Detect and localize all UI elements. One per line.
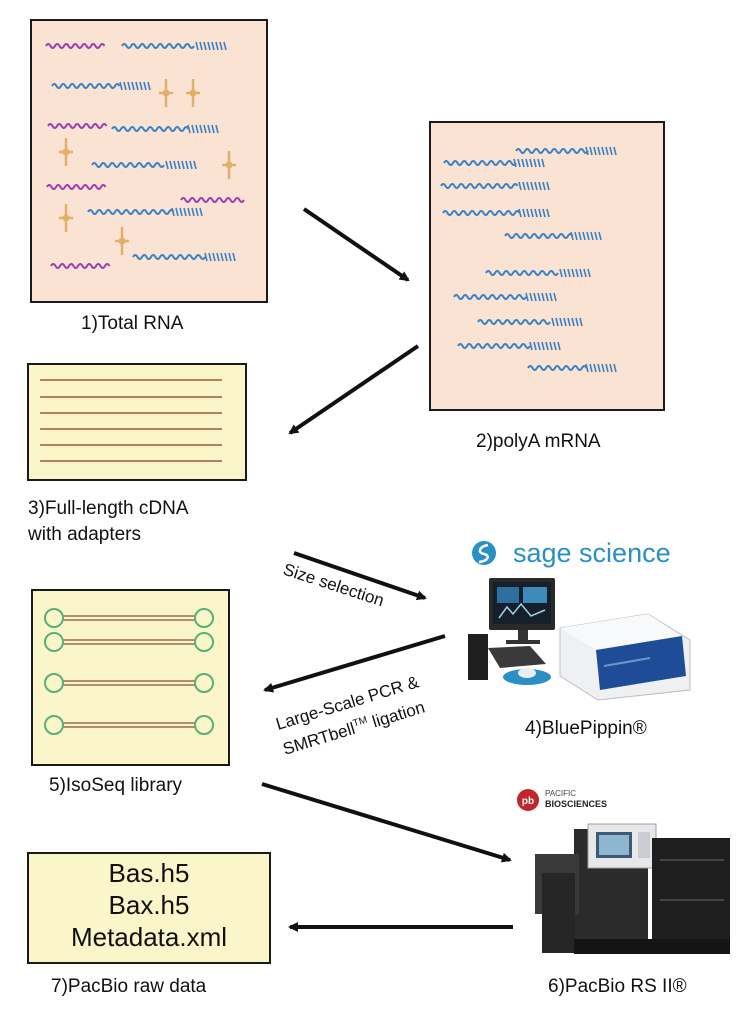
smrtbell-adapter-left xyxy=(44,673,64,693)
arrow-library-to-sequencer xyxy=(261,782,512,863)
arrow-mrna-to-cdna xyxy=(288,344,420,435)
caption-total-rna: 1)Total RNA xyxy=(81,313,184,334)
raw-data-box: Bas.h5 Bax.h5 Metadata.xml xyxy=(27,852,271,964)
caption-cdna-line2: with adapters xyxy=(28,524,142,545)
polya-tail xyxy=(204,252,236,262)
non-coding-rna xyxy=(50,263,111,269)
sage-science-brand: sage science xyxy=(513,538,671,568)
smrtbell-molecule xyxy=(44,715,214,735)
polya-mrna-molecules xyxy=(440,146,617,373)
protein-core xyxy=(118,237,126,245)
sage-science-logo: sage science xyxy=(472,538,671,568)
polya-tail xyxy=(518,208,550,218)
non-coding-rna xyxy=(47,123,108,129)
polya-tail xyxy=(171,207,203,217)
polya-mrna-box xyxy=(429,121,665,411)
raw-file-list: Bas.h5 Bax.h5 Metadata.xml xyxy=(29,857,269,953)
caption-polya-mrna: 2)polyA mRNA xyxy=(476,431,601,452)
smrtbell-adapter-right xyxy=(194,715,214,735)
smrtbell-molecule xyxy=(44,608,214,628)
pacbio-logo-top: PACIFIC xyxy=(545,789,576,798)
mrna-molecule xyxy=(111,126,190,132)
raw-file-bas: Bas.h5 xyxy=(108,858,190,888)
caption-cdna: 3)Full-length cDNA with adapters xyxy=(28,496,189,548)
mrna-molecule xyxy=(442,210,521,216)
arrow-rna-to-mrna xyxy=(302,207,410,282)
mrna-molecule xyxy=(121,43,195,49)
non-coding-rna xyxy=(46,184,107,190)
raw-file-metadata: Metadata.xml xyxy=(70,922,228,952)
trademark-mark: TM xyxy=(352,715,369,730)
mrna-molecule xyxy=(477,319,551,325)
protein-glyph xyxy=(115,227,129,255)
non-coding-rna xyxy=(180,197,245,203)
caption-raw-data: 7)PacBio raw data xyxy=(51,976,207,997)
protein-core xyxy=(62,148,70,156)
protein-glyph xyxy=(159,79,173,107)
caption-pacbio-rs: 6)PacBio RS II® xyxy=(548,976,687,997)
mrna-molecule xyxy=(527,365,588,371)
polya-tail xyxy=(551,317,583,327)
polya-tail xyxy=(165,160,197,170)
polya-tail xyxy=(119,81,151,91)
mrna-molecule xyxy=(443,160,517,166)
protein-glyph xyxy=(59,138,73,166)
polya-tail xyxy=(529,341,561,351)
smrtbell-adapter-right xyxy=(194,608,214,628)
protein-glyph xyxy=(186,79,200,107)
protein-glyph xyxy=(59,204,73,232)
mrna-molecule xyxy=(51,83,121,89)
total-rna-molecules xyxy=(45,41,245,269)
polya-tail xyxy=(585,363,617,373)
arrow-size-selection xyxy=(293,551,427,601)
smrtbell-adapter-left xyxy=(44,632,64,652)
smrtbell-adapter-right xyxy=(194,673,214,693)
mrna-molecule xyxy=(453,294,527,300)
protein-core xyxy=(62,214,70,222)
mrna-molecule xyxy=(457,343,531,349)
pacbio-logo: pb PACIFIC BIOSCIENCES xyxy=(517,789,607,811)
mrna-molecule xyxy=(485,270,559,276)
polya-tail xyxy=(187,124,219,134)
polya-tail xyxy=(585,146,617,156)
cdna-molecules xyxy=(40,379,222,462)
mrna-molecule xyxy=(91,162,165,168)
smrtbell-molecule xyxy=(44,632,214,652)
pacbio-logo-icon xyxy=(517,789,539,811)
mrna-molecule xyxy=(515,148,589,154)
polya-tail xyxy=(518,181,550,191)
non-coding-rna xyxy=(45,43,106,49)
mrna-molecule xyxy=(504,233,574,239)
pacbio-logo-bottom: BIOSCIENCES xyxy=(545,799,607,809)
smrtbell-molecules xyxy=(44,608,214,735)
smrtbell-molecule xyxy=(44,673,214,693)
protein-glyph xyxy=(222,151,236,179)
mrna-molecule xyxy=(87,209,175,215)
caption-isoseq-library: 5)IsoSeq library xyxy=(49,775,183,796)
mrna-molecule xyxy=(132,254,206,260)
bluepippin-illustration xyxy=(468,578,691,701)
svg-text:pb: pb xyxy=(522,796,534,807)
pacbio-rs-illustration xyxy=(535,823,730,954)
protein-core xyxy=(189,89,197,97)
mrna-molecule xyxy=(440,183,519,189)
polya-tail xyxy=(525,292,557,302)
smrtbell-adapter-left xyxy=(44,715,64,735)
polya-tail xyxy=(513,158,545,168)
protein-core xyxy=(225,161,233,169)
caption-cdna-line1: 3)Full-length cDNA xyxy=(28,498,189,519)
smrtbell-adapter-left xyxy=(44,608,64,628)
caption-bluepippin: 4)BluePippin® xyxy=(525,718,647,739)
arrow-pcr-ligation xyxy=(263,634,446,693)
smrtbell-adapter-right xyxy=(194,632,214,652)
polya-tail xyxy=(559,268,591,278)
protein-core xyxy=(162,89,170,97)
polya-tail xyxy=(195,41,227,51)
polya-tail xyxy=(570,231,602,241)
raw-file-bax: Bax.h5 xyxy=(108,890,190,920)
